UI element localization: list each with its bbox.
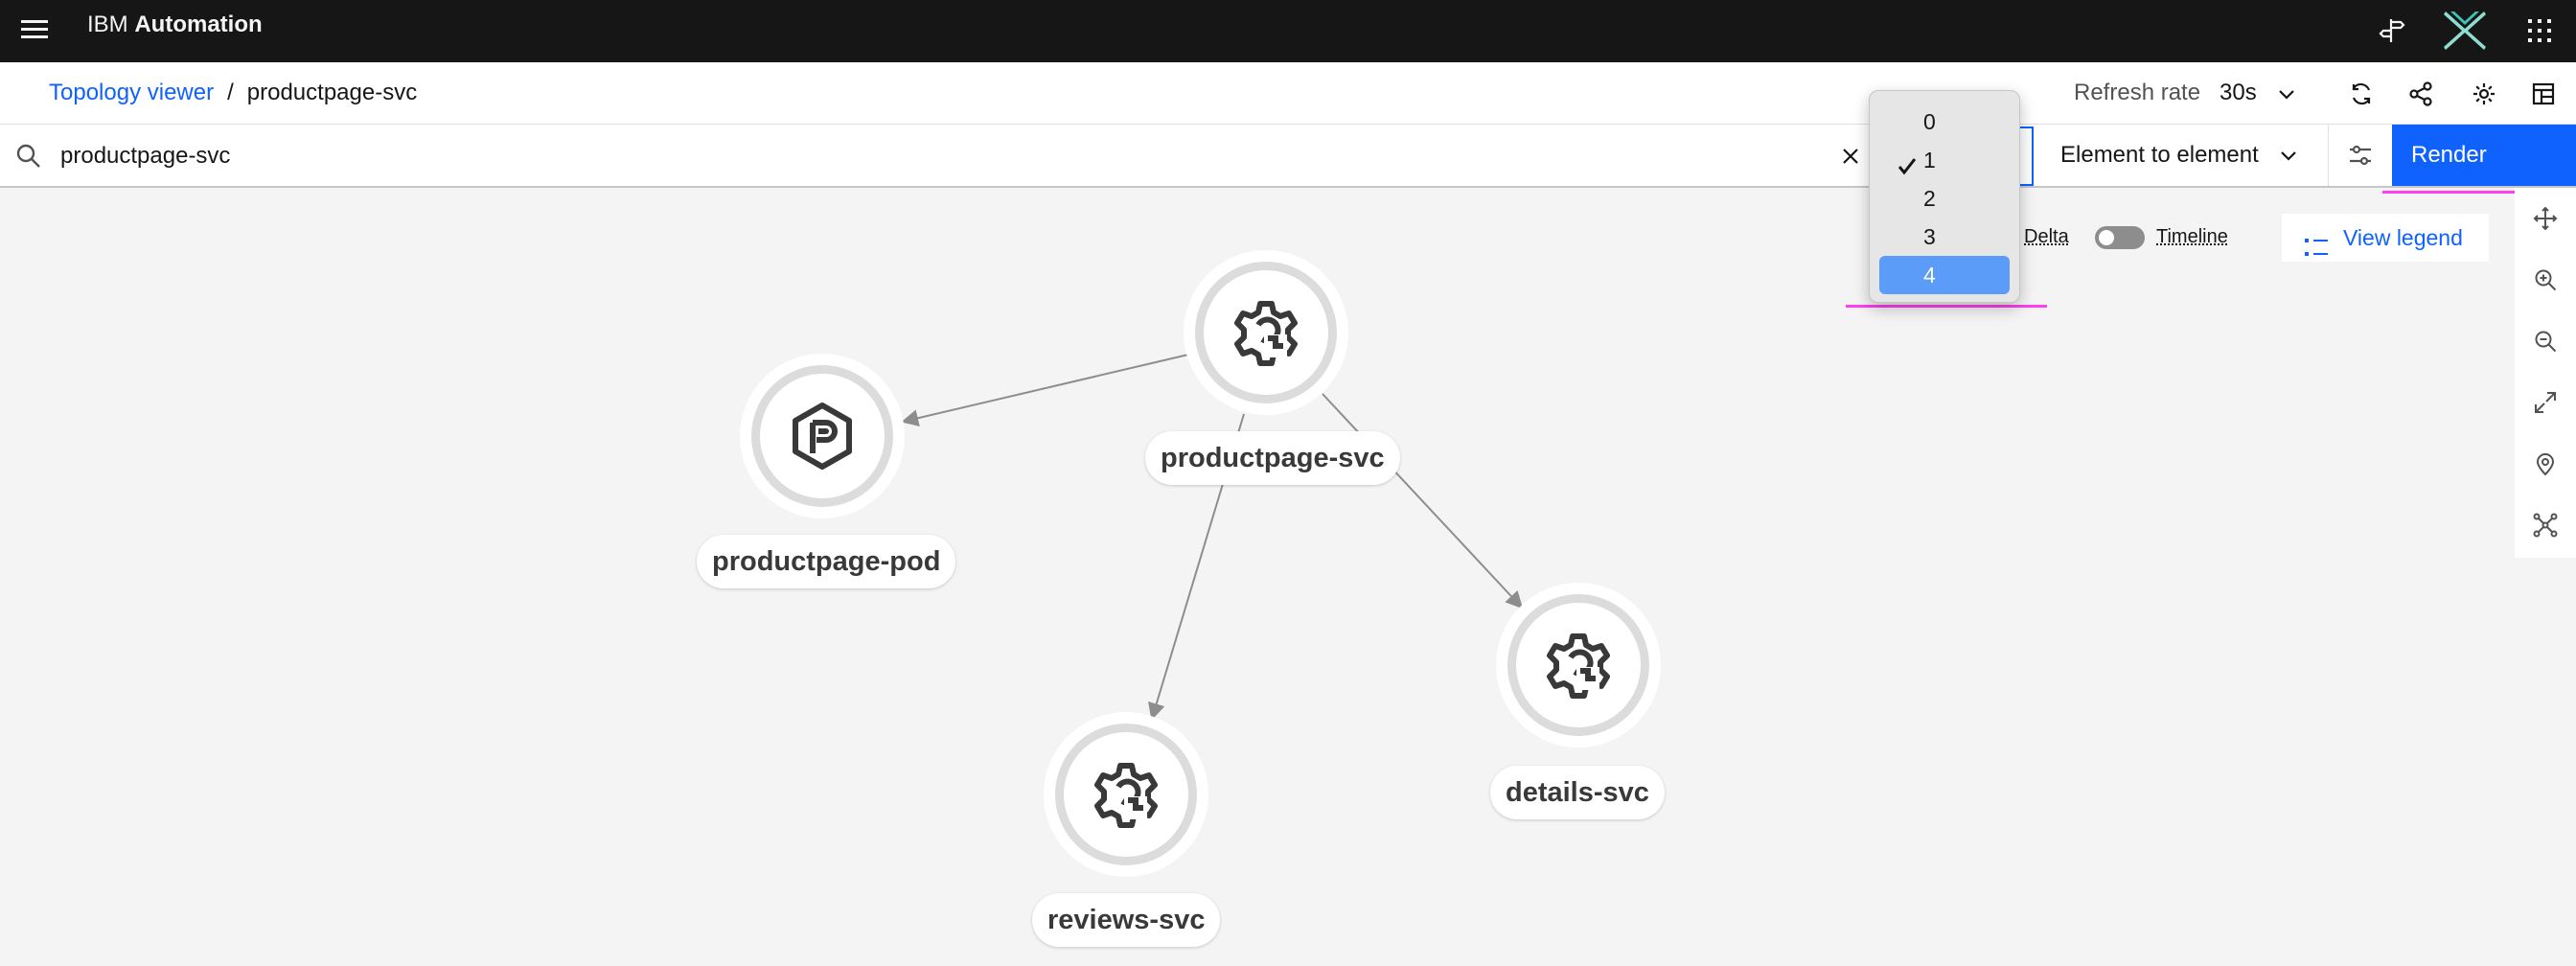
breadcrumb-current: productpage-svc: [246, 80, 418, 105]
element-type-select[interactable]: Element to element: [2036, 125, 2329, 186]
hops-option-label: 4: [1923, 263, 1936, 288]
timeline-toggle-knob: [2099, 230, 2114, 245]
annotation-underline-render: [2382, 191, 2576, 194]
topology-layout-icon[interactable]: [2530, 510, 2561, 540]
node-label: details-svc: [1490, 766, 1665, 819]
node-productpage-pod[interactable]: [740, 354, 905, 518]
zoom-in-icon[interactable]: [2530, 264, 2561, 295]
gear-service-icon: [1547, 633, 1610, 699]
element-type-value: Element to element: [2060, 142, 2259, 168]
brand-name: Automation: [134, 12, 263, 37]
breadcrumb-separator: /: [227, 80, 234, 105]
hops-option-label: 0: [1923, 109, 1936, 134]
gear-service-icon: [1094, 763, 1158, 828]
hops-option-1[interactable]: 1: [1879, 141, 2010, 179]
timeline-label[interactable]: Timeline: [2156, 226, 2228, 247]
refresh-rate-label: Refresh rate: [2074, 80, 2201, 105]
share-icon[interactable]: [2398, 72, 2444, 116]
move-icon[interactable]: [2530, 203, 2561, 234]
node-label: reviews-svc: [1032, 893, 1221, 947]
global-header: IBM Automation: [0, 0, 2576, 62]
node-ring: [1195, 262, 1337, 403]
breadcrumb: Topology viewer / productpage-svc: [49, 79, 417, 107]
refresh-icon[interactable]: [2338, 72, 2384, 116]
view-legend-button[interactable]: View legend: [2282, 214, 2489, 262]
search-icon: [13, 141, 44, 172]
render-button[interactable]: Render: [2392, 125, 2576, 186]
brand: IBM Automation: [87, 12, 263, 38]
search-input[interactable]: productpage-svc: [60, 143, 231, 169]
edge-productpage-svc-to-productpage-pod[interactable]: [901, 354, 1189, 427]
hops-option-3[interactable]: 3: [1879, 218, 2010, 256]
filter-settings-button[interactable]: [2331, 125, 2390, 186]
chevron-down-icon: [2277, 144, 2300, 167]
view-legend-label: View legend: [2343, 225, 2463, 250]
edge-productpage-svc-to-details-svc[interactable]: [1322, 393, 1524, 610]
chevron-down-icon[interactable]: [2264, 72, 2310, 116]
breadcrumb-topology-viewer[interactable]: Topology viewer: [49, 80, 215, 105]
node-ring: [1055, 724, 1197, 865]
node-details-svc[interactable]: [1496, 583, 1661, 748]
topology-canvas[interactable]: productpage-svc productpage-pod details-…: [0, 188, 2511, 966]
app-logo-x[interactable]: [2438, 6, 2492, 56]
gear-service-icon: [1234, 301, 1298, 366]
pod-icon: [793, 402, 852, 470]
hops-dropdown-menu: 0 1 2 3 4: [1869, 90, 2020, 303]
hops-option-label: 1: [1923, 148, 1936, 172]
hops-option-0[interactable]: 0: [1879, 103, 2010, 141]
node-reviews-svc[interactable]: [1044, 712, 1208, 877]
settings-icon[interactable]: [2461, 72, 2507, 116]
close-icon[interactable]: [1836, 142, 1865, 171]
node-ring: [1507, 594, 1649, 736]
zoom-out-icon[interactable]: [2530, 326, 2561, 356]
brand-prefix: IBM: [87, 12, 128, 37]
annotation-underline-dropdown: [1846, 305, 2047, 308]
node-productpage-svc[interactable]: [1184, 250, 1348, 415]
node-label: productpage-pod: [697, 535, 956, 588]
hops-option-label: 2: [1923, 186, 1936, 211]
checkmark-icon: [1897, 150, 1918, 175]
app-switcher-icon[interactable]: [2513, 6, 2566, 56]
signpost-icon[interactable]: [2365, 6, 2419, 56]
page-header: Topology viewer / productpage-svc Refres…: [0, 62, 2576, 125]
fit-to-screen-icon[interactable]: [2530, 387, 2561, 418]
canvas-tool-rail: [2515, 188, 2576, 558]
refresh-rate-select[interactable]: 30s: [2220, 80, 2257, 105]
delta-label[interactable]: Delta: [2024, 226, 2069, 247]
hops-option-2[interactable]: 2: [1879, 179, 2010, 218]
list-icon: [2305, 227, 2328, 256]
hops-option-4[interactable]: 4: [1879, 256, 2010, 294]
menu-icon[interactable]: [21, 13, 52, 44]
search-toolbar: productpage-svc Element to element Rende…: [0, 125, 2576, 188]
timeline-toggle[interactable]: [2095, 226, 2145, 249]
layout-icon[interactable]: [2520, 72, 2566, 116]
sliders-icon: [2350, 145, 2371, 166]
location-icon[interactable]: [2530, 448, 2561, 479]
node-label: productpage-svc: [1145, 431, 1400, 485]
hops-option-label: 3: [1923, 224, 1936, 249]
node-ring: [751, 365, 893, 507]
